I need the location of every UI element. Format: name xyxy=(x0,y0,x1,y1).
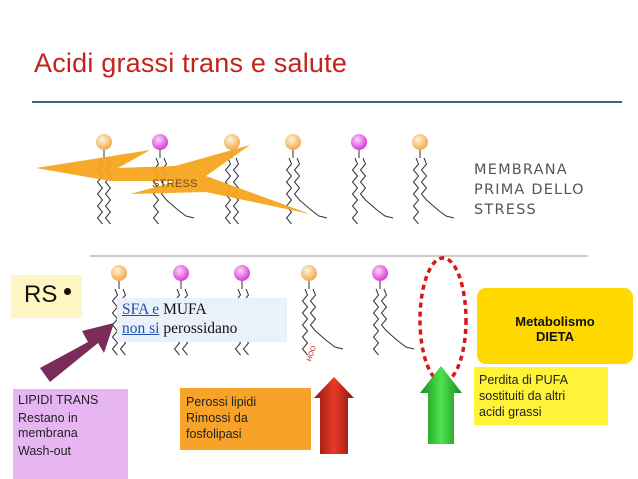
stress-word: STRESS xyxy=(152,178,198,190)
lipidi-trans-line: Wash-out xyxy=(18,444,72,458)
fatty-acid-tail xyxy=(111,288,119,356)
fatty-acid-tail xyxy=(293,157,328,219)
perdita-pufa-box: Perdita di PUFA sostituiti da altri acid… xyxy=(474,367,608,425)
upper-membrane-lipids xyxy=(96,134,455,225)
title-underline xyxy=(32,101,622,103)
perossi-line: Rimossi da xyxy=(186,411,248,425)
dieta-label: DIETA xyxy=(535,329,575,344)
fatty-acid-tail xyxy=(285,157,293,225)
fatty-acid-tail xyxy=(420,157,455,219)
perossi-line: Perossi lipidi xyxy=(186,395,257,409)
lipidi-trans-box: LIPIDI TRANS Restano in membrana Wash-ou… xyxy=(13,389,128,479)
purple-arrow xyxy=(40,323,114,382)
fatty-acid-tail xyxy=(359,157,394,219)
phospholipid-head-saturated xyxy=(301,265,317,281)
phospholipid-head-saturated xyxy=(96,134,112,150)
green-up-arrow xyxy=(420,366,462,444)
fatty-acid-tail xyxy=(412,157,420,225)
membrane-label-line: STRESS xyxy=(474,202,537,218)
phospholipid-head-saturated xyxy=(224,134,240,150)
missing-pufa-ellipse xyxy=(418,256,468,384)
phospholipid-head-unsaturated xyxy=(234,265,250,281)
red-up-arrow xyxy=(314,377,354,454)
phospholipid-head-saturated xyxy=(111,265,127,281)
perdita-line: sostituiti da altri xyxy=(479,389,566,403)
perossi-line: fosfolipasi xyxy=(186,427,242,441)
phospholipid-head-unsaturated xyxy=(152,134,168,150)
fatty-acid-tail xyxy=(301,288,309,356)
fatty-acid-tail xyxy=(372,288,380,356)
metabolismo-dieta-box: Metabolismo DIETA xyxy=(477,288,633,364)
lipidi-trans-line: Restano in membrana xyxy=(18,411,78,440)
stress-lightning-bolt xyxy=(36,145,310,214)
perossidano-text: perossidano xyxy=(159,320,238,337)
sfa-mufa-box: SFA e MUFA non si perossidano xyxy=(117,298,287,342)
perdita-line: acidi grassi xyxy=(479,405,542,419)
rs-label: RS xyxy=(24,281,58,308)
phospholipid-head-unsaturated xyxy=(173,265,189,281)
radical-dot xyxy=(64,288,71,295)
non-si-link[interactable]: non si xyxy=(122,320,160,337)
slide-title: Acidi grassi trans e salute xyxy=(34,48,348,78)
sfa-link[interactable]: SFA e xyxy=(122,301,160,318)
membrane-label-line: PRIMA DELLO xyxy=(474,182,585,198)
phospholipid-head-saturated xyxy=(412,134,428,150)
reactive-species-box: RS xyxy=(11,275,82,318)
membrane-label-line: MEMBRANA xyxy=(474,162,568,178)
fatty-acid-tail xyxy=(309,288,344,350)
sfa-text: MUFA xyxy=(159,301,207,318)
perossi-lipidi-box: Perossi lipidi Rimossi da fosfolipasi xyxy=(180,388,311,450)
perdita-line: Perdita di PUFA xyxy=(479,373,568,387)
lipidi-trans-line: LIPIDI TRANS xyxy=(18,393,99,407)
phospholipid-head-saturated xyxy=(285,134,301,150)
fatty-acid-tail xyxy=(380,288,415,350)
phospholipid-head-unsaturated xyxy=(351,134,367,150)
fatty-acid-tail xyxy=(351,157,359,225)
metabolismo-label: Metabolismo xyxy=(515,314,595,329)
phospholipid-head-unsaturated xyxy=(372,265,388,281)
membrane-before-stress-label: MEMBRANA PRIMA DELLO STRESS xyxy=(474,160,585,220)
